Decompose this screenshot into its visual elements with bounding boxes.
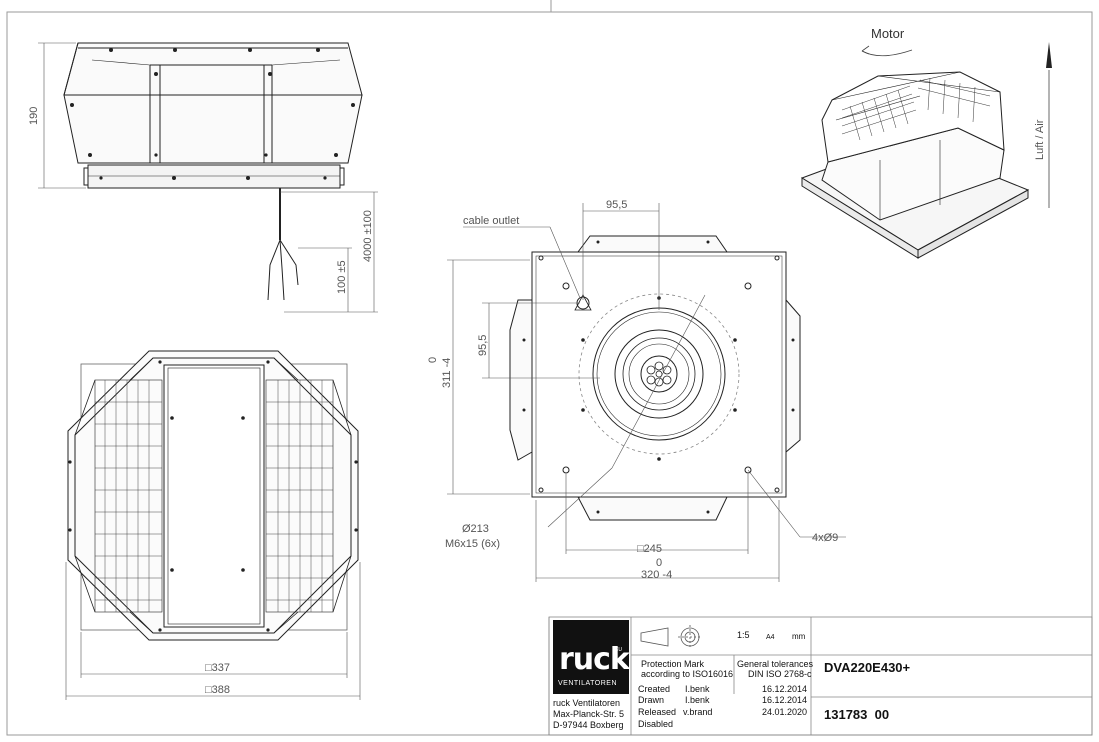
company-line-1: ruck Ventilatoren: [553, 698, 621, 708]
base-view-bolts: [522, 240, 795, 514]
row-drawn-name: I.benk: [685, 695, 710, 705]
base-height-dim: 311 -4: [441, 357, 453, 388]
ruck-logo: ruck EU VENTILATOREN: [553, 620, 630, 694]
tolerance-line-1: General tolerances: [737, 659, 814, 669]
base-screw-dim: M6x15 (6x): [445, 538, 500, 550]
unit-value: mm: [792, 632, 806, 641]
protection-line-2: according to ISO16016: [641, 669, 734, 679]
top-view-grid-right: [266, 380, 333, 612]
base-view: [509, 235, 801, 521]
base-outer-dim: 320 -4: [641, 569, 672, 581]
row-drawn-date: 16.12.2014: [762, 695, 808, 705]
title-block: [548, 616, 1093, 736]
row-released-date: 24.01.2020: [762, 707, 808, 717]
scale-value: 1:5: [737, 630, 750, 640]
base-height-dim-nominal: 0: [427, 356, 439, 363]
row-created-name: I.benk: [685, 684, 710, 694]
format-value: A4: [766, 634, 775, 641]
side-view: [63, 42, 363, 301]
motor-label: Motor: [871, 26, 905, 41]
logo-subtitle: VENTILATOREN: [558, 680, 618, 687]
top-view-grid-left: [95, 380, 162, 612]
top-view-inner-dim: □337: [205, 662, 230, 674]
top-view-outer-dim: □388: [205, 684, 230, 696]
row-disabled-label: Disabled: [638, 719, 674, 729]
row-created-date: 16.12.2014: [762, 684, 808, 694]
logo-eu-mark: EU: [615, 647, 622, 653]
base-inner-dim: □245: [637, 543, 662, 555]
drawing-number: 131783 00: [824, 707, 890, 722]
base-side-dim: 95,5: [477, 334, 489, 356]
base-top-dim: 95,5: [606, 199, 627, 211]
company-line-3: D-97944 Boxberg: [553, 720, 624, 730]
side-cable-end-dim: 100 ±5: [336, 260, 348, 294]
row-released-name: v.brand: [683, 707, 713, 717]
top-view-dimensions: [65, 562, 361, 700]
side-cable-dim: 4000 ±100: [362, 210, 374, 262]
base-outer-dim-nominal: 0: [656, 557, 662, 569]
motor-rotation-arrow: [861, 49, 913, 57]
iso-view: [800, 71, 1030, 259]
row-released-label: Released: [638, 707, 677, 717]
row-drawn-label: Drawn: [638, 695, 665, 705]
tolerance-line-2: DIN ISO 2768-c: [748, 669, 812, 679]
cable-outlet-label: cable outlet: [463, 215, 519, 227]
company-line-2: Max-Planck-Str. 5: [553, 709, 625, 719]
protection-line-1: Protection Mark: [641, 659, 705, 669]
product-name: DVA220E430+: [824, 660, 911, 675]
base-hole-dim: 4xØ9: [812, 532, 838, 544]
base-view-dimensions: [447, 203, 846, 582]
top-view-bolts: [68, 360, 358, 632]
side-view-dimensions: [38, 42, 378, 313]
row-created-label: Created: [638, 684, 671, 694]
base-bore-dim: Ø213: [462, 523, 489, 535]
logo-wordmark: ruck: [559, 642, 630, 677]
air-flow-label: Luft / Air: [1034, 119, 1046, 160]
side-height-dim: 190: [28, 106, 40, 125]
iso-annotations: [861, 42, 1052, 208]
iso-view-grids: [841, 77, 991, 141]
top-view: [67, 350, 359, 641]
